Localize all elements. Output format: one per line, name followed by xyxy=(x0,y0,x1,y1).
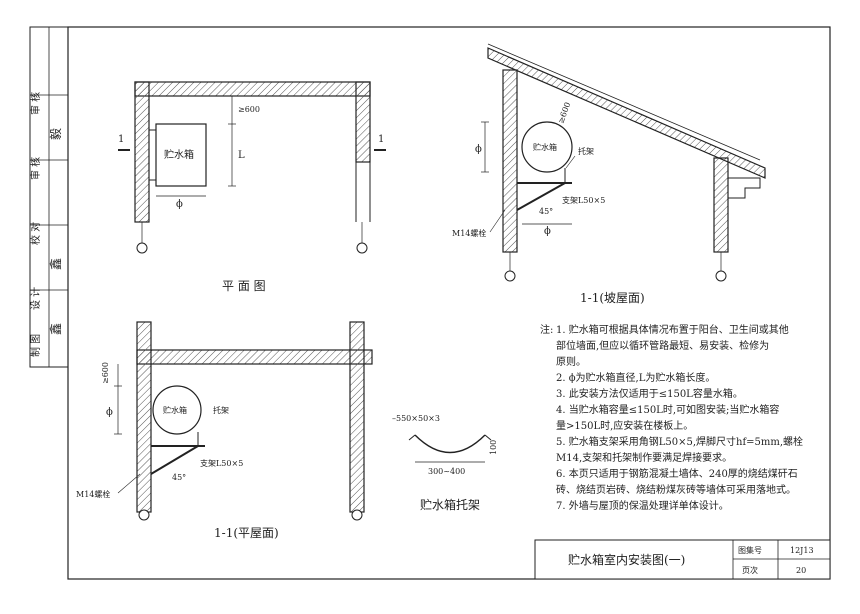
page-label: 页次 xyxy=(742,565,758,575)
left-title-strip: 审 核 审 核 校 对 设 计 制 图 毅 鑫 鑫 xyxy=(29,26,69,368)
plan-section-mark-left: 1 xyxy=(118,134,124,145)
atlas-value: 12J13 xyxy=(790,546,814,555)
bracket-spec: –550×50×3 xyxy=(392,414,440,423)
notes-block: 注: 1. 贮水箱可根据具体情况布置于阳台、卫生间或其他 部位墙面,但应以循环管… xyxy=(540,323,803,512)
flat-bolt-label: M14螺栓 xyxy=(76,489,110,499)
title-block: 贮水箱室内安装图(一) 图集号 12J13 页次 20 xyxy=(534,539,831,580)
flat-tank-label: 贮水箱 xyxy=(163,405,187,415)
slope-bracket-label: 托架 xyxy=(578,146,594,156)
note-line-3: 2. ϕ为贮水箱直径,L为贮水箱长度。 xyxy=(556,371,715,384)
slope-bolt-label: M14螺栓 xyxy=(452,228,486,238)
strip-label-2: 校 对 xyxy=(29,222,42,245)
flat-dim-phi: ϕ xyxy=(106,407,113,418)
slope-dim-phi-bottom: ϕ xyxy=(544,226,551,237)
flat-title: 1-1(平屋面) xyxy=(214,526,279,540)
strip-label-0: 审 核 xyxy=(29,92,42,115)
bracket-height: 100 xyxy=(489,440,498,455)
strip-sign-4: 鑫 xyxy=(48,323,63,335)
sheet-frame xyxy=(67,26,831,580)
bracket-detail: –550×50×3 300~400 100 贮水箱托架 xyxy=(392,414,498,512)
flat-dim-600: ≥600 xyxy=(101,362,110,384)
note-line-2: 原则。 xyxy=(556,355,586,368)
slope-angle: 45° xyxy=(539,207,553,216)
plan-section-mark-right: 1 xyxy=(378,134,384,145)
notes-prefix: 注: xyxy=(540,323,553,336)
flat-support-label: 支架L50×5 xyxy=(200,458,243,468)
bracket-range: 300~400 xyxy=(428,467,465,476)
slope-dim-600: ≥600 xyxy=(556,101,572,125)
slope-tank-label: 贮水箱 xyxy=(533,142,557,152)
strip-label-3: 设 计 xyxy=(29,287,42,310)
flat-section: 贮水箱 托架 支架L50×5 45° M14螺栓 ≥600 ϕ 1-1(平屋面) xyxy=(76,321,373,540)
note-line-6: 量>150L时,应安装在楼板上。 xyxy=(556,419,693,432)
strip-label-1: 审 核 xyxy=(29,157,42,180)
plan-dim-600: ≥600 xyxy=(238,105,260,114)
flat-angle: 45° xyxy=(172,473,186,482)
strip-label-4: 制 图 xyxy=(29,334,42,357)
plan-title: 平 面 图 xyxy=(222,279,266,293)
atlas-label: 图集号 xyxy=(738,545,762,555)
note-line-11: 7. 外墙与屋顶的保温处理详单体设计。 xyxy=(556,499,729,512)
note-line-8: M14,支架和托架制作要满足焊接要求。 xyxy=(556,451,732,464)
note-line-0: 1. 贮水箱可根据具体情况布置于阳台、卫生间或其他 xyxy=(556,323,789,336)
page-value: 20 xyxy=(796,566,806,575)
note-line-5: 4. 当贮水箱容量≤150L时,可如图安装;当贮水箱容 xyxy=(556,403,779,416)
plan-dim-L: L xyxy=(238,150,245,161)
slope-tank xyxy=(521,121,573,173)
plan-dim-phi: ϕ xyxy=(176,199,183,210)
plan-view: 贮水箱 ≥600 L ϕ 1 1 平 面 图 xyxy=(118,81,386,293)
strip-sign-1: 毅 xyxy=(48,128,63,140)
note-line-7: 5. 贮水箱支架采用角钢L50×5,焊脚尺寸hf=5mm,螺栓 xyxy=(556,435,803,448)
slope-dim-phi: ϕ xyxy=(475,144,482,155)
slope-section: 贮水箱 托架 支架L50×5 45° M14螺栓 ϕ ≥600 ϕ 1-1(坡屋… xyxy=(452,43,766,305)
note-line-1: 部位墙面,但应以循环管路最短、易安装、检修为 xyxy=(556,339,769,352)
flat-tank xyxy=(152,385,202,435)
drawing-title: 贮水箱室内安装图(一) xyxy=(568,552,685,567)
note-line-10: 砖、烧结页岩砖、烧结粉煤灰砖等墙体可采用落地式。 xyxy=(556,483,796,496)
flat-bracket-label: 托架 xyxy=(213,405,229,415)
plan-tank-label: 贮水箱 xyxy=(164,148,194,161)
slope-title: 1-1(坡屋面) xyxy=(580,291,645,305)
slope-support-label: 支架L50×5 xyxy=(562,195,605,205)
note-line-9: 6. 本页只适用于钢筋混凝土墙体、240厚的烧结煤矸石 xyxy=(556,467,798,480)
strip-sign-3: 鑫 xyxy=(48,258,63,270)
note-line-4: 3. 此安装方法仅适用于≤150L容量水箱。 xyxy=(556,387,743,400)
bracket-title: 贮水箱托架 xyxy=(420,497,480,512)
plan-tank xyxy=(155,123,207,187)
